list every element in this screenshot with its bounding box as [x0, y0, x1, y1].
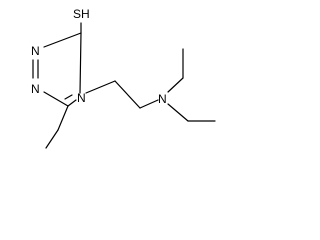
bond-n4-ch2: [85, 80, 116, 94]
ring-n2-label: N: [31, 44, 40, 58]
bond-namine-ethyl2: [167, 103, 189, 122]
thiol-label: SH: [73, 7, 90, 21]
bond-c3-n2: [43, 32, 82, 48]
bond-c3-n4: [79, 32, 82, 94]
bond-c5-n4: [67, 99, 77, 107]
ring-n1-label: N: [31, 82, 40, 96]
bond-ch2-ch2: [114, 80, 141, 109]
amine-n-label: N: [158, 92, 167, 106]
bond-c5-ch2: [57, 105, 69, 131]
ring-n4-label: N: [77, 91, 86, 105]
bond-ch2-namine: [139, 99, 159, 109]
bond-c5-n4-inner: [64, 94, 73, 100]
bond-n1-c5: [43, 91, 69, 107]
chemical-structure: SH N N N N: [31, 7, 216, 149]
bond-namine-ethyl1: [167, 77, 184, 93]
bond-ch2-ch3: [45, 129, 59, 149]
